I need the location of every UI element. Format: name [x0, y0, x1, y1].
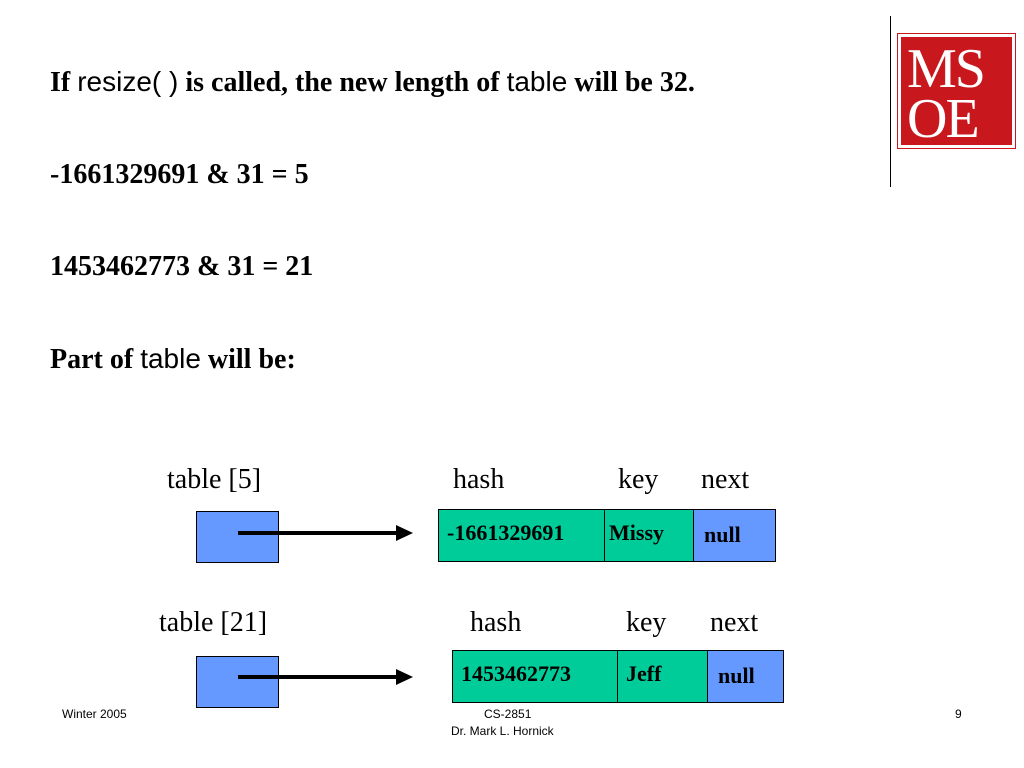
entry-hash-cell: -1661329691 [438, 509, 605, 562]
pointer-arrow [238, 669, 413, 685]
pointer-arrow [238, 525, 413, 541]
heading-resize-code: resize( ) [77, 66, 179, 97]
footer-term: Winter 2005 [62, 707, 127, 721]
calc-line-2: 1453462773 & 31 = 21 [50, 251, 314, 282]
heading-if: If [50, 67, 78, 98]
hash-column-label: hash [453, 464, 505, 495]
key-column-label: key [626, 607, 667, 638]
msoe-logo: MS OE [897, 33, 1016, 149]
entry-key-cell: Missy [604, 509, 694, 562]
calc-line-1: -1661329691 & 31 = 5 [50, 159, 309, 190]
slide-heading: If resize( ) is called, the new length o… [50, 66, 695, 99]
footer-page-number: 9 [955, 707, 962, 721]
entry-key-cell: Jeff [617, 650, 708, 703]
heading-end: will be 32. [567, 67, 695, 98]
entry-next-cell: null [707, 650, 784, 703]
next-column-label: next [701, 464, 750, 495]
logo-divider [890, 16, 891, 187]
entry-hash-cell: 1453462773 [452, 650, 618, 703]
key-column-label: key [618, 464, 659, 495]
table-21-slot [196, 656, 279, 708]
footer-course: CS-2851 [484, 707, 532, 721]
next-column-label: next [710, 607, 759, 638]
table-5-label: table [5] [167, 464, 262, 495]
hash-column-label: hash [470, 607, 522, 638]
part-of-text: Part of [50, 344, 141, 375]
heading-middle: is called, the new length of [178, 67, 507, 98]
part-of-table-line: Part of table will be: [50, 343, 296, 376]
table-5-slot [196, 511, 279, 563]
heading-table-code: table [506, 66, 568, 97]
table-21-label: table [21] [159, 607, 268, 638]
part-of-end: will be: [200, 344, 296, 375]
entry-next-cell: null [693, 509, 776, 562]
footer-instructor: Dr. Mark L. Hornick [451, 724, 554, 738]
part-of-table-code: table [140, 343, 201, 374]
